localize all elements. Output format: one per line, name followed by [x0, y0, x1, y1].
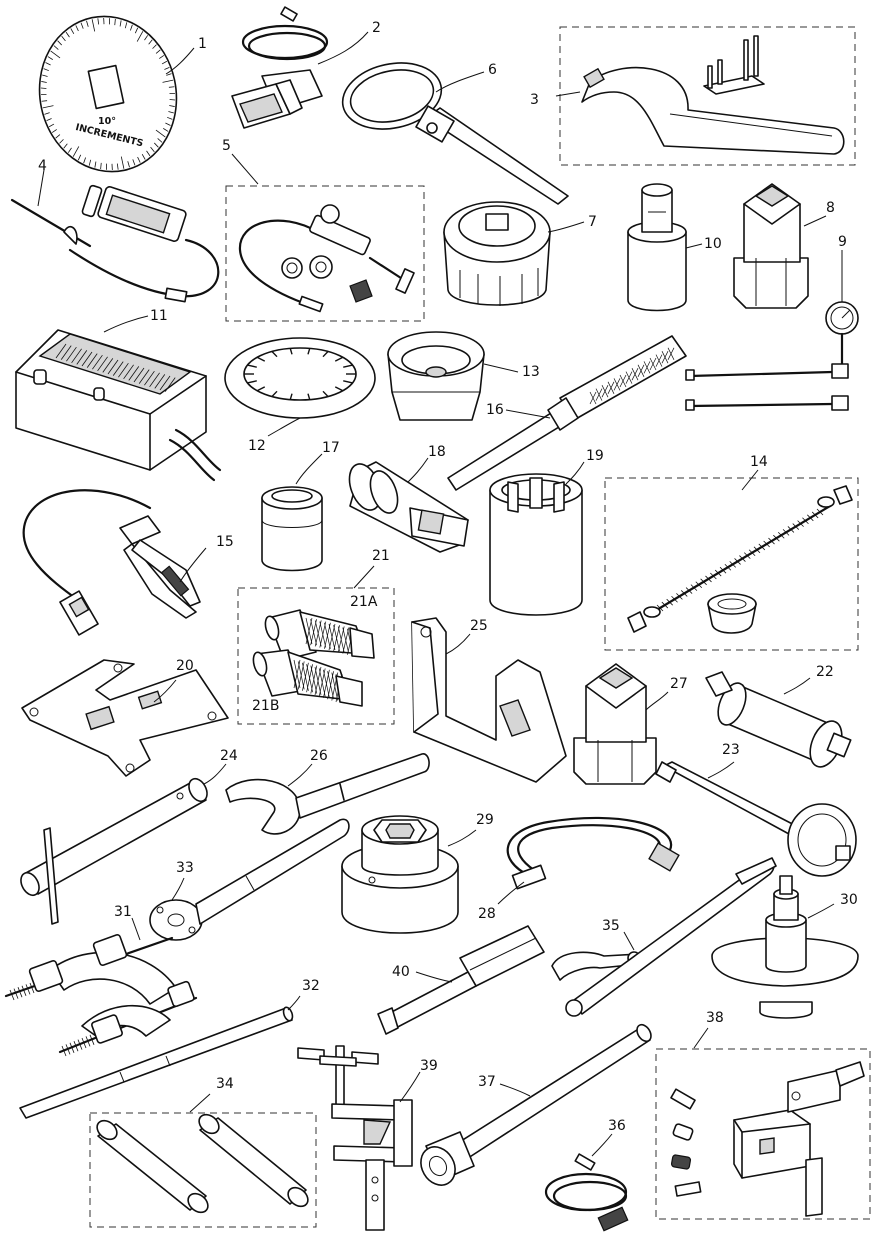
callout-15: 15 [216, 534, 234, 550]
control-unit-tool [15, 329, 222, 482]
callout-10: 10 [704, 236, 722, 252]
callout-labels: 1 2 3 4 5 6 7 8 9 10 11 12 13 14 15 16 1… [38, 20, 858, 1134]
degree-disc-tool: 10° INCREMENTS [38, 15, 178, 173]
holding-plate-tool [21, 659, 229, 777]
pressure-gauge-tool [685, 301, 859, 411]
filter-socket-tool [443, 201, 551, 306]
callout-23: 23 [722, 742, 740, 758]
callout-33: 33 [176, 860, 194, 876]
callout-27: 27 [670, 676, 688, 692]
callout-17: 17 [322, 440, 340, 456]
cup-tool [387, 331, 485, 421]
group-box-34 [89, 1112, 317, 1228]
threaded-pins-21a [264, 609, 375, 661]
wiring-lead-tool [506, 816, 680, 890]
callout-38: 38 [706, 1010, 724, 1026]
dial-label-degrees: 10° [98, 116, 116, 127]
cylinder-socket-tool [627, 183, 687, 312]
callout-36: 36 [608, 1118, 626, 1134]
ring-tool [224, 337, 376, 419]
callout-13: 13 [522, 364, 540, 380]
callout-1: 1 [198, 36, 207, 52]
callout-21: 21 [372, 548, 390, 564]
callout-18: 18 [428, 444, 446, 460]
t-bar-tool [20, 777, 208, 925]
diagnostic-cable-tool [231, 6, 329, 129]
long-socket-bar-tool [420, 1023, 652, 1186]
callout-34: 34 [216, 1076, 234, 1092]
callout-25: 25 [470, 618, 488, 634]
callout-9: 9 [838, 234, 847, 250]
callout-8: 8 [826, 200, 835, 216]
callout-35: 35 [602, 918, 620, 934]
callout-26: 26 [310, 748, 328, 764]
callout-21a: 21A [350, 594, 378, 610]
hex-driver-tool [377, 925, 545, 1035]
knurled-bar-tool [447, 335, 687, 491]
callout-39: 39 [420, 1058, 438, 1074]
callout-7: 7 [588, 214, 597, 230]
cap-adaptor-tool [711, 875, 859, 1019]
clamp-tool [297, 1045, 413, 1231]
pin-spanner-tool [149, 818, 350, 941]
group-box-14 [604, 477, 859, 651]
callout-28: 28 [478, 906, 496, 922]
large-socket-tool [341, 815, 459, 934]
threaded-pins-21b [252, 649, 363, 707]
group-box-21 [237, 587, 395, 725]
callout-40: 40 [392, 964, 410, 980]
hex-tool-small [573, 663, 657, 785]
harness-lead-tool [544, 1153, 629, 1232]
callout-6: 6 [488, 62, 497, 78]
callout-16: 16 [486, 402, 504, 418]
c-spanner-tool [581, 35, 845, 155]
callout-12: 12 [248, 438, 266, 454]
callout-37: 37 [478, 1074, 496, 1090]
callout-19: 19 [586, 448, 604, 464]
group-box-5 [225, 185, 425, 322]
callout-22: 22 [816, 664, 834, 680]
long-rod-tool [19, 1006, 294, 1119]
vacuum-pump-kit [238, 204, 415, 313]
syringe-tool [10, 184, 220, 303]
callout-30: 30 [840, 892, 858, 908]
castellated-socket-tool [489, 473, 583, 616]
group-box-3 [559, 26, 856, 166]
leader-lines [37, 31, 843, 1157]
threaded-rod-kit [627, 485, 853, 634]
strap-wrench-tool [341, 62, 569, 205]
sleeve-tool [261, 486, 323, 572]
callout-2: 2 [372, 20, 381, 36]
hex-tool-large [733, 183, 809, 309]
bearing-separator-tool [4, 933, 198, 1057]
callout-20: 20 [176, 658, 194, 674]
callout-11: 11 [150, 308, 168, 324]
pliers-lead-tool [22, 489, 201, 636]
callout-21b: 21B [252, 698, 279, 714]
callout-31: 31 [114, 904, 132, 920]
pivot-spanner-tool [551, 857, 777, 1017]
hook-spanner-tool [225, 753, 430, 835]
cylinder-puller-tool [705, 671, 852, 768]
callout-29: 29 [476, 812, 494, 828]
callout-32: 32 [302, 978, 320, 994]
callout-24: 24 [220, 748, 238, 764]
callout-4: 4 [38, 158, 47, 174]
tube-set-tool [96, 1113, 309, 1214]
threaded-adaptor-tool [348, 461, 469, 553]
callout-14: 14 [750, 454, 768, 470]
support-bracket-tool [411, 617, 567, 783]
callout-3: 3 [530, 92, 539, 108]
callout-5: 5 [222, 138, 231, 154]
slide-hammer-tool [655, 761, 857, 877]
alignment-block-kit [670, 1061, 865, 1217]
